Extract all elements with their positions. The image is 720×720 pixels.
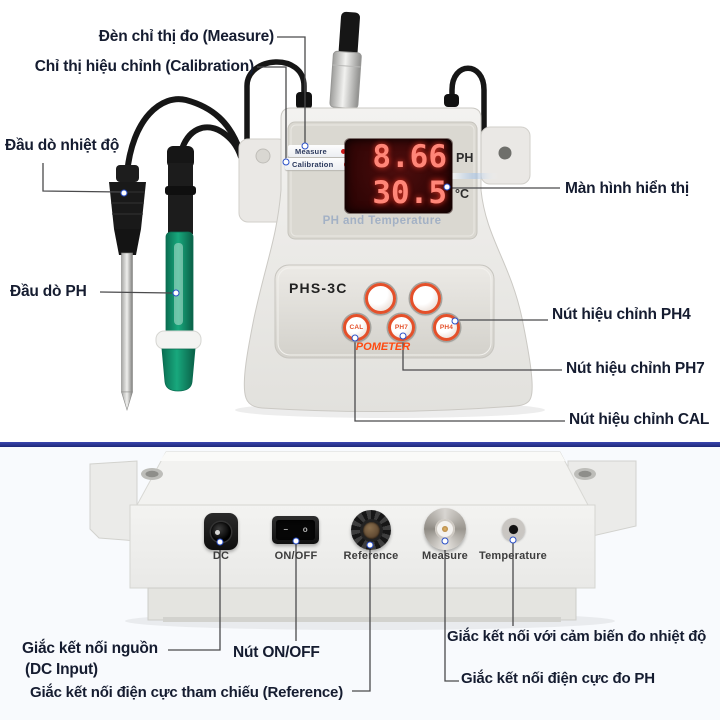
callout-dot-temperature-port	[509, 536, 517, 544]
panel-caption: PH and Temperature	[322, 215, 442, 227]
switch-off-mark: −	[283, 525, 289, 534]
reference-connector-core	[362, 521, 380, 539]
callout-dot-calibration-light	[282, 158, 290, 166]
right-ear-hole	[498, 146, 512, 160]
annotation-ph-probe: Đầu dò PH	[10, 283, 87, 300]
leader-lines	[42, 36, 565, 692]
measure-indicator-led	[341, 148, 346, 154]
measure-indicator: Measure	[288, 145, 350, 157]
rear-left-wing	[89, 460, 138, 542]
annotation-ph-electrode-jack: Giắc kết nối điện cực đo PH	[461, 670, 655, 687]
power-switch-rocker[interactable]: − o	[276, 520, 315, 540]
leader-dc	[168, 545, 221, 651]
spare-button-1[interactable]	[365, 283, 396, 314]
annotation-measure-light: Đèn chỉ thị đo (Measure)	[98, 28, 274, 45]
port-label-dc: DC	[212, 550, 230, 562]
switch-on-mark: o	[302, 525, 308, 534]
port-label-reference: Reference	[343, 550, 399, 562]
measure-indicator-label: Measure	[295, 146, 327, 156]
bnc-inner-ring	[435, 519, 455, 539]
ph-electrode-probe	[155, 146, 202, 392]
leader-ph7	[402, 339, 562, 371]
probe-cables	[124, 59, 487, 177]
rear-base	[147, 587, 577, 621]
annotation-cal-button: Nút hiệu chỉnh CAL	[569, 411, 710, 428]
ph-reading: 8.66	[372, 139, 447, 175]
leader-measure-light	[277, 36, 306, 146]
left-ear-hole	[255, 148, 271, 164]
callout-dot-temperature-probe	[120, 189, 128, 197]
leader-measure-bnc	[444, 544, 459, 682]
ph4-button[interactable]: PH4	[433, 314, 460, 341]
temperature-sensor-plug	[329, 11, 362, 110]
calibration-indicator-label: Calibration	[292, 159, 334, 169]
temperature-unit-label: °C	[455, 187, 470, 201]
callout-dot-cal	[351, 334, 359, 342]
callout-dot-display	[443, 183, 451, 191]
dc-jack-hole	[211, 521, 231, 542]
spare-button-2[interactable]	[410, 283, 441, 314]
leader-calibration-light	[257, 66, 287, 161]
ph-unit-label: PH	[456, 151, 474, 165]
leader-reference	[352, 548, 371, 692]
annotation-calibration-light: Chỉ thị hiệu chỉnh (Calibration)	[34, 58, 254, 75]
callout-dot-ph7	[399, 332, 407, 340]
brand-logo: POMETER	[355, 341, 411, 353]
led-display: 8.66 30.5	[345, 139, 452, 213]
callout-dot-dc	[216, 538, 224, 546]
annotation-reference-jack: Giắc kết nối điện cực tham chiếu (Refere…	[30, 684, 343, 701]
temperature-probe	[109, 165, 146, 412]
annotation-temperature-probe: Đầu dò nhiệt độ	[5, 137, 120, 154]
temperature-reading: 30.5	[372, 175, 447, 211]
port-label-temperature: Temperature	[478, 550, 548, 562]
annotation-ph4-button: Nút hiệu chỉnh PH4	[552, 306, 691, 323]
measure-bnc-connector	[424, 508, 466, 550]
annotation-ph7-button: Nút hiệu chỉnh PH7	[566, 360, 705, 377]
model-label: PHS-3C	[289, 280, 348, 296]
callout-dot-ph-probe	[172, 289, 180, 297]
annotation-display: Màn hình hiển thị	[565, 180, 690, 197]
leader-temperature-probe	[42, 163, 122, 193]
callout-dot-ph4	[451, 317, 459, 325]
panel-reflection	[452, 173, 499, 179]
annotation-dc-input-line2: (DC Input)	[25, 661, 98, 678]
leader-ph-probe	[99, 291, 173, 294]
temperature-jack-port	[502, 518, 525, 541]
annotation-temperature-jack: Giắc kết nối với cảm biến đo nhiệt độ	[447, 628, 707, 645]
annotation-dc-input-line1: Giắc kết nối nguồn	[22, 640, 158, 657]
calibration-indicator: Calibration	[285, 158, 353, 170]
leader-cal	[354, 341, 565, 422]
callout-dot-power	[292, 537, 300, 545]
section-divider	[0, 442, 720, 447]
annotation-power-button: Nút ON/OFF	[233, 644, 320, 661]
port-label-onoff: ON/OFF	[274, 550, 318, 562]
ph7-button[interactable]: PH7	[388, 314, 415, 341]
callout-dot-measure-light	[301, 142, 309, 150]
callout-dot-measure-bnc	[441, 537, 449, 545]
callout-dot-reference	[366, 541, 374, 549]
port-label-measure: Measure	[421, 550, 469, 562]
